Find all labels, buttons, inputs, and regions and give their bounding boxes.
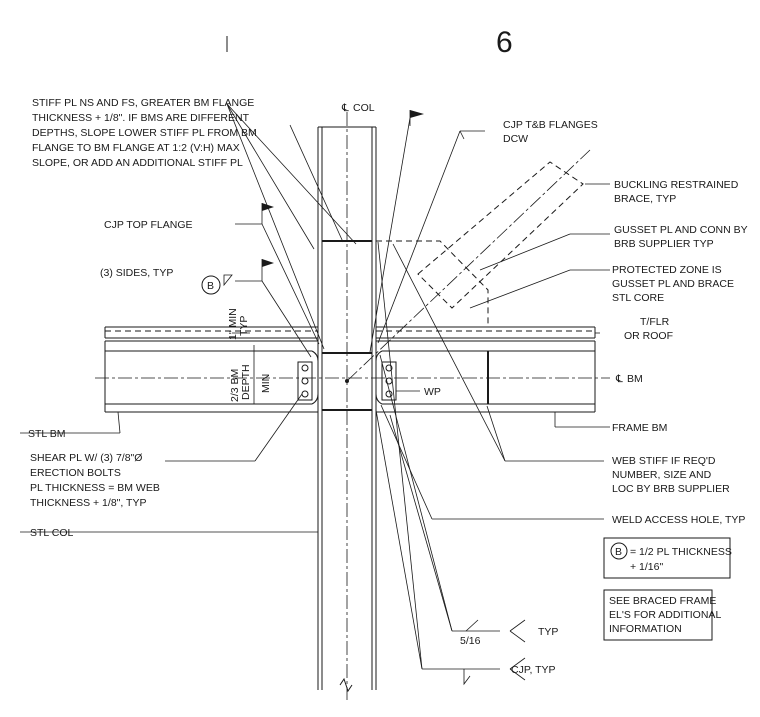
svg-text:PROTECTED ZONE IS: PROTECTED ZONE IS xyxy=(612,264,722,276)
svg-text:INFORMATION: INFORMATION xyxy=(609,623,682,635)
svg-text:ERECTION BOLTS: ERECTION BOLTS xyxy=(30,467,121,479)
svg-text:DCW: DCW xyxy=(503,133,528,145)
steel-column xyxy=(317,126,377,693)
note-weld-access: WELD ACCESS HOLE, TYP xyxy=(612,514,745,526)
frame-beam-right xyxy=(375,340,596,413)
label-stl-col: STL COL xyxy=(30,527,74,539)
note-three-sides: (3) SIDES, TYP xyxy=(100,267,173,279)
svg-text:GUSSET PL AND CONN BY: GUSSET PL AND CONN BY xyxy=(614,224,748,236)
svg-text:CJP T&B FLANGES: CJP T&B FLANGES xyxy=(503,119,598,131)
note-cjp-top-flange: CJP TOP FLANGE xyxy=(104,219,193,231)
steel-beam-left xyxy=(104,340,319,413)
note-cjp-tb-flanges: CJP T&B FLANGES DCW xyxy=(503,119,598,145)
svg-text:BRB SUPPLIER TYP: BRB SUPPLIER TYP xyxy=(614,238,714,250)
svg-text:SLOPE, OR ADD AN ADDITIONAL ST: SLOPE, OR ADD AN ADDITIONAL STIFF PL xyxy=(32,157,243,169)
note-web-stiff: WEB STIFF IF REQ'D NUMBER, SIZE AND LOC … xyxy=(612,455,730,495)
svg-text:GUSSET PL AND BRACE: GUSSET PL AND BRACE xyxy=(612,278,734,290)
svg-text:DEPTHS, SLOPE LOWER STIFF PL F: DEPTHS, SLOPE LOWER STIFF PL FROM BM xyxy=(32,127,257,139)
svg-text:THICKNESS + 1/8". IF BMS ARE D: THICKNESS + 1/8". IF BMS ARE DIFFERENT xyxy=(32,112,250,124)
weld-symbols xyxy=(223,110,526,686)
leader-lines xyxy=(20,103,610,670)
svg-text:= 1/2 PL THICKNESS: = 1/2 PL THICKNESS xyxy=(630,546,732,558)
svg-text:EL'S FOR ADDITIONAL: EL'S FOR ADDITIONAL xyxy=(609,609,721,621)
svg-text:STIFF PL NS AND FS, GREATER BM: STIFF PL NS AND FS, GREATER BM FLANGE xyxy=(32,97,254,109)
label-stl-bm: STL BM xyxy=(28,428,66,440)
svg-text:B: B xyxy=(615,546,622,558)
svg-text:℄: ℄ xyxy=(615,373,623,385)
svg-text:THICKNESS + 1/8", TYP: THICKNESS + 1/8", TYP xyxy=(30,497,146,509)
stiffener-plates xyxy=(322,240,372,411)
label-typ: TYP xyxy=(538,626,558,638)
note-stiff-pl: STIFF PL NS AND FS, GREATER BM FLANGE TH… xyxy=(32,97,257,169)
svg-text:DEPTH: DEPTH xyxy=(240,364,252,400)
label-wp: WP xyxy=(424,386,441,398)
svg-text:SEE BRACED FRAME: SEE BRACED FRAME xyxy=(609,595,716,607)
svg-text:FLANGE TO BM FLANGE AT 1:2 (V:: FLANGE TO BM FLANGE AT 1:2 (V:H) MAX xyxy=(32,142,240,154)
svg-text:PL THICKNESS = BM WEB: PL THICKNESS = BM WEB xyxy=(30,482,160,494)
buckling-restrained-brace xyxy=(346,149,591,382)
beam-centerline-label: ℄ BM xyxy=(615,373,643,385)
svg-text:MIN: MIN xyxy=(260,374,272,393)
svg-text:OR ROOF: OR ROOF xyxy=(624,330,673,342)
note-tflr: T/FLR OR ROOF xyxy=(624,316,673,342)
floor-slab xyxy=(104,326,596,339)
svg-text:NUMBER, SIZE AND: NUMBER, SIZE AND xyxy=(612,469,712,481)
column-centerline-label: ℄ COL xyxy=(341,102,375,114)
weld-b-symbol: B xyxy=(201,275,221,295)
label-cjp-typ: CJP, TYP xyxy=(511,664,556,676)
label-fillet-size: 5/16 xyxy=(460,635,481,647)
note-protected-zone: PROTECTED ZONE IS GUSSET PL AND BRACE ST… xyxy=(612,264,734,304)
svg-text:BRACE, TYP: BRACE, TYP xyxy=(614,193,676,205)
gusset-plate xyxy=(376,240,489,327)
svg-text:BUCKLING RESTRAINED: BUCKLING RESTRAINED xyxy=(614,179,739,191)
svg-text:B: B xyxy=(207,280,214,292)
note-brb: BUCKLING RESTRAINED BRACE, TYP xyxy=(614,179,739,205)
svg-text:1" MIN: 1" MIN xyxy=(227,308,239,340)
note-see-braced-frame: SEE BRACED FRAME EL'S FOR ADDITIONAL INF… xyxy=(603,589,721,641)
detail-number: 6 xyxy=(496,26,513,59)
dim-min-typ: 1" MIN TYP xyxy=(227,308,250,340)
dim-bm-depth: 2/3 BM DEPTH MIN xyxy=(229,364,272,402)
svg-text:TYP: TYP xyxy=(238,316,250,336)
svg-text:STL CORE: STL CORE xyxy=(612,292,664,304)
svg-text:+ 1/16": + 1/16" xyxy=(630,561,663,573)
svg-text:2/3 BM: 2/3 BM xyxy=(229,369,241,402)
svg-text:WEB STIFF IF REQ'D: WEB STIFF IF REQ'D xyxy=(612,455,716,467)
svg-text:SHEAR PL W/ (3) 7/8"Ø: SHEAR PL W/ (3) 7/8"Ø xyxy=(30,452,142,464)
shear-plate-left xyxy=(297,361,313,401)
svg-text:LOC BY BRB SUPPLIER: LOC BY BRB SUPPLIER xyxy=(612,483,730,495)
note-shear-pl: SHEAR PL W/ (3) 7/8"Ø ERECTION BOLTS PL … xyxy=(30,452,160,509)
svg-text:BM: BM xyxy=(627,373,643,385)
svg-text:COL: COL xyxy=(353,102,375,114)
svg-text:℄: ℄ xyxy=(341,102,349,114)
note-gusset: GUSSET PL AND CONN BY BRB SUPPLIER TYP xyxy=(614,224,748,250)
svg-text:T/FLR: T/FLR xyxy=(640,316,670,328)
legend-weld-b: B = 1/2 PL THICKNESS + 1/16" xyxy=(603,537,732,579)
label-frame-bm: FRAME BM xyxy=(612,422,667,434)
